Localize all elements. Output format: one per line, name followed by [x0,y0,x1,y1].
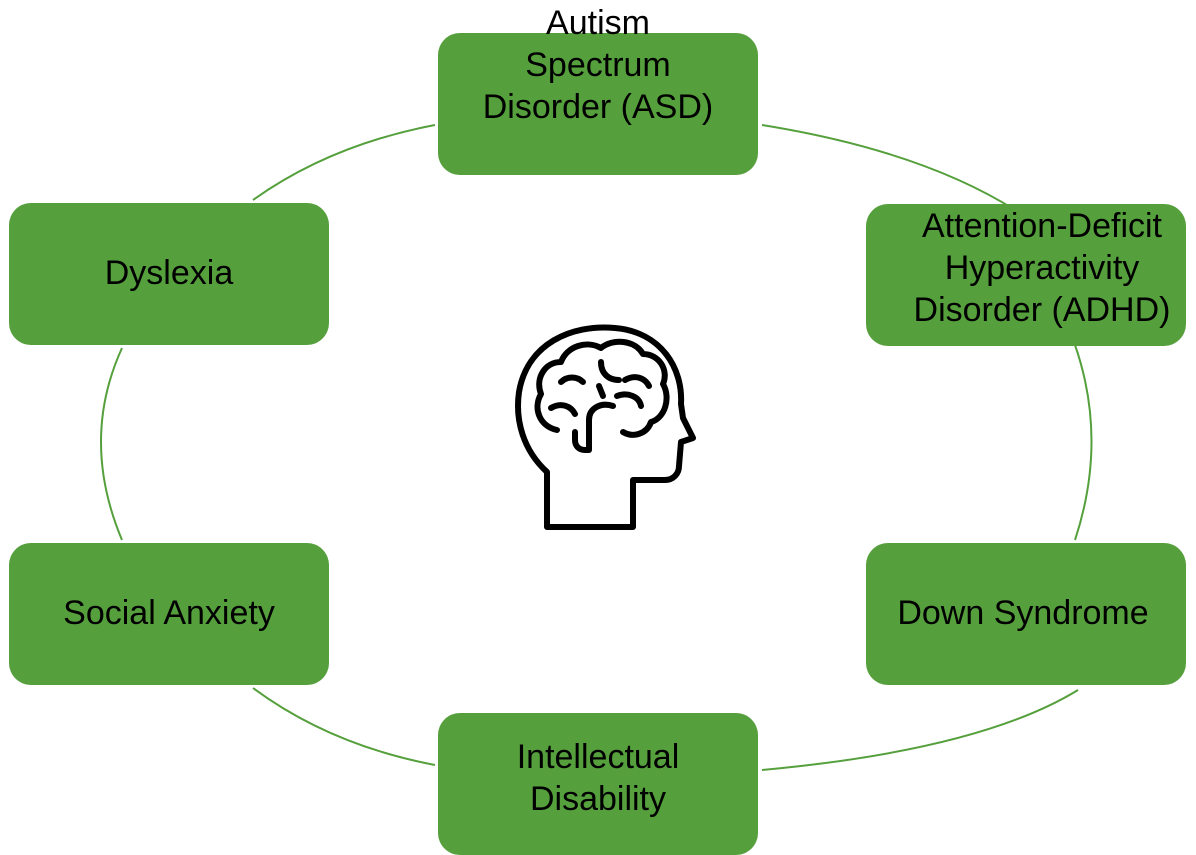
node-down-syndrome: Down Syndrome [866,543,1186,685]
node-social-anxiety-label: Social Anxiety [63,594,275,633]
node-asd: Autism Spectrum Disorder (ASD) [438,4,758,175]
node-adhd-label: Attention-Deficit Hyperactivity Disorder… [913,207,1171,329]
node-adhd: Attention-Deficit Hyperactivity Disorder… [866,204,1186,346]
node-dyslexia: Dyslexia [9,203,329,345]
connector-intellectual-social [252,687,436,766]
node-dyslexia-label: Dyslexia [104,254,234,293]
connector-down-intellectual [761,689,1079,771]
node-intellectual-disability: Intellectual Disability [438,713,758,855]
connector-social-dyslexia [100,347,123,541]
node-social-anxiety: Social Anxiety [9,543,329,685]
brain-head-icon [515,324,696,530]
node-intellectual-disability-label: Intellectual Disability [516,738,680,818]
connector-dyslexia-asd [252,124,436,201]
node-asd-label: Autism Spectrum Disorder (ASD) [482,4,714,126]
connector-adhd-down [1074,344,1093,541]
node-down-syndrome-label: Down Syndrome [897,594,1149,633]
